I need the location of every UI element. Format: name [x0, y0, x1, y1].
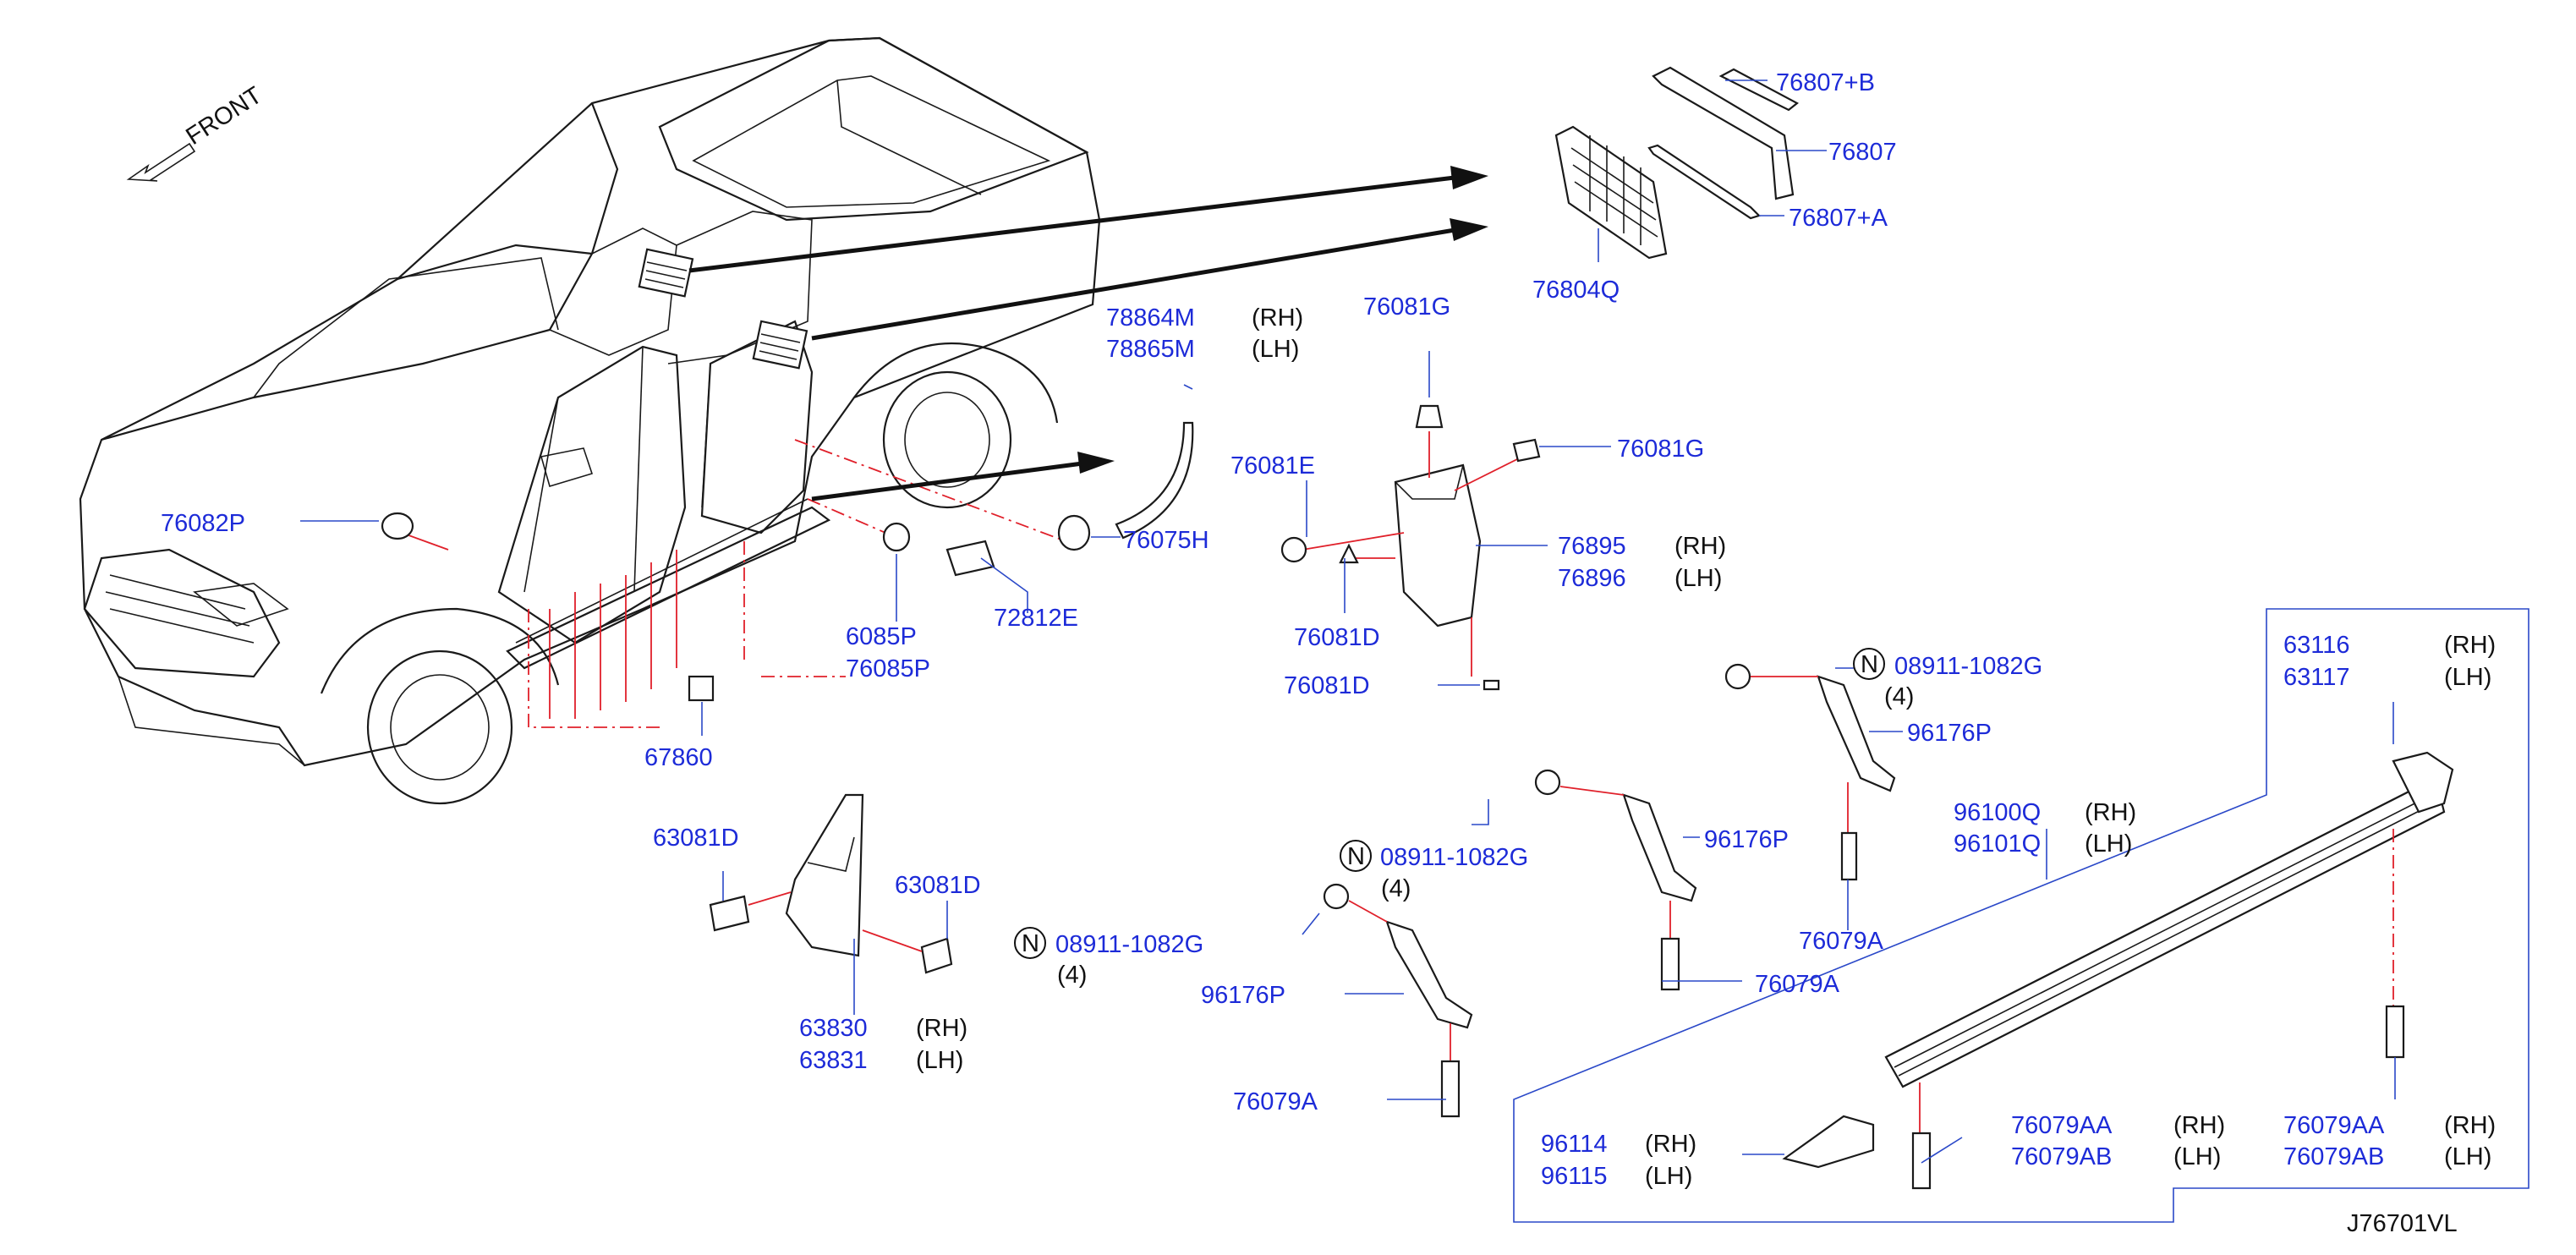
qualifier-63116: (RH)	[2444, 632, 2496, 659]
callout-76079a-mid: 76079A	[1755, 971, 1840, 998]
callout-08911-mid: 08911-1082G	[1380, 844, 1528, 871]
bracket-middle	[1534, 769, 1697, 991]
group-boundary	[1513, 608, 2529, 1223]
qualifier-76895: (RH)	[1674, 533, 1726, 560]
qualifier-63117: (LH)	[2444, 664, 2491, 691]
callout-6085p: 6085P	[846, 623, 917, 650]
small-parts-lower	[381, 512, 995, 702]
callout-76079aa-mid: 76079AA	[2011, 1112, 2113, 1139]
callout-76081d-b: 76081D	[1284, 672, 1370, 699]
callout-76807b: 76807+B	[1776, 69, 1875, 96]
callout-96176p-top: 96176P	[1907, 720, 1992, 747]
callout-76079ab-mid: 76079AB	[2011, 1143, 2112, 1170]
diagram-id-code: J76701VL	[2347, 1210, 2458, 1237]
callout-67860: 67860	[644, 744, 713, 771]
clip-76081g-top	[1415, 404, 1444, 429]
qualifier-08911-mid: (4)	[1381, 875, 1411, 902]
qualifier-08911-top: (4)	[1884, 683, 1914, 710]
callout-96100q: 96100Q	[1954, 799, 2041, 826]
qualifier-08911-low: (4)	[1057, 962, 1087, 989]
truck-illustration	[79, 36, 1101, 805]
callout-76079aa-right: 76079AA	[2283, 1112, 2385, 1139]
bracket-lower	[1323, 883, 1473, 1118]
qualifier-96100q: (RH)	[2085, 799, 2136, 826]
mud-guard-rear	[1302, 431, 1532, 677]
callout-76079a-low: 76079A	[1233, 1088, 1318, 1115]
leader-lines	[300, 79, 2396, 1164]
callout-08911-low: 08911-1082G	[1055, 931, 1203, 958]
callout-78864m: 78864M	[1106, 304, 1195, 332]
clip-76081g-right	[1512, 438, 1541, 463]
callout-63117: 63117	[2283, 664, 2350, 691]
callout-08911-top: 08911-1082G	[1894, 653, 2042, 680]
callout-72812e: 72812E	[994, 605, 1078, 632]
callout-76085p: 76085P	[846, 655, 930, 682]
weatherstrip	[1115, 421, 1194, 540]
mud-guard-front	[709, 793, 953, 974]
clip-76081e	[1280, 536, 1307, 563]
callout-labels: 76807+B 76807 76807+A 76804Q 78864M (RH)…	[161, 69, 2496, 1237]
callout-63830: 63830	[799, 1015, 868, 1042]
callout-63831: 63831	[799, 1047, 868, 1074]
callout-76896: 76896	[1558, 565, 1626, 592]
qualifier-96115: (LH)	[1645, 1163, 1692, 1190]
vent-assembly	[1554, 66, 1799, 260]
qualifier-76079aa-mid: (RH)	[2173, 1112, 2225, 1139]
qualifier-78865m: (LH)	[1252, 336, 1299, 363]
callout-76075h: 76075H	[1123, 527, 1209, 554]
qualifier-78864m: (RH)	[1252, 304, 1303, 332]
qualifier-76079aa-right: (RH)	[2444, 1112, 2496, 1139]
front-label: FRONT	[181, 81, 266, 150]
nut-symbol-icon: N	[1022, 930, 1039, 957]
callout-96176p-mid: 96176P	[1704, 826, 1789, 853]
callout-96114: 96114	[1541, 1131, 1608, 1158]
callout-96115: 96115	[1541, 1163, 1608, 1190]
nut-symbol-icon: N	[1347, 843, 1365, 870]
callout-96101q: 96101Q	[1954, 830, 2041, 858]
grommet-76075h	[1057, 514, 1091, 551]
callout-63081d-right: 63081D	[895, 872, 981, 899]
callout-63116: 63116	[2283, 632, 2350, 659]
qualifier-96114: (RH)	[1645, 1131, 1696, 1158]
detail-arrows	[688, 166, 1488, 501]
front-arrow-icon	[126, 142, 196, 182]
nut-symbols: N N N	[1014, 648, 1885, 959]
callout-76807a: 76807+A	[1789, 205, 1888, 232]
callout-63081d-left: 63081D	[653, 825, 739, 852]
qualifier-96101q: (LH)	[2085, 830, 2132, 858]
nut-symbol-icon: N	[1861, 651, 1878, 678]
callout-76081e: 76081E	[1230, 452, 1315, 480]
callout-76079ab-right: 76079AB	[2283, 1143, 2384, 1170]
callout-76081g-top: 76081G	[1363, 293, 1450, 321]
callout-76807: 76807	[1828, 139, 1897, 166]
callout-76081d-a: 76081D	[1294, 624, 1380, 651]
callout-78865m: 78865M	[1106, 336, 1195, 363]
bracket-upper	[1724, 663, 1896, 881]
qualifier-76079ab-right: (LH)	[2444, 1143, 2491, 1170]
callout-96176p-low: 96176P	[1201, 982, 1285, 1009]
front-direction-indicator: FRONT	[126, 81, 267, 182]
qualifier-63830: (RH)	[916, 1015, 967, 1042]
qualifier-76079ab-mid: (LH)	[2173, 1143, 2221, 1170]
truck-mount-lines	[401, 439, 1066, 728]
qualifier-63831: (LH)	[916, 1047, 963, 1074]
callout-76895: 76895	[1558, 533, 1626, 560]
callout-76804q: 76804Q	[1532, 277, 1620, 304]
callout-76079a-top: 76079A	[1799, 928, 1884, 955]
side-step-assembly	[1782, 751, 2454, 1190]
callout-76082p: 76082P	[161, 510, 245, 537]
qualifier-76896: (LH)	[1674, 565, 1722, 592]
callout-76081g-right: 76081G	[1617, 436, 1704, 463]
